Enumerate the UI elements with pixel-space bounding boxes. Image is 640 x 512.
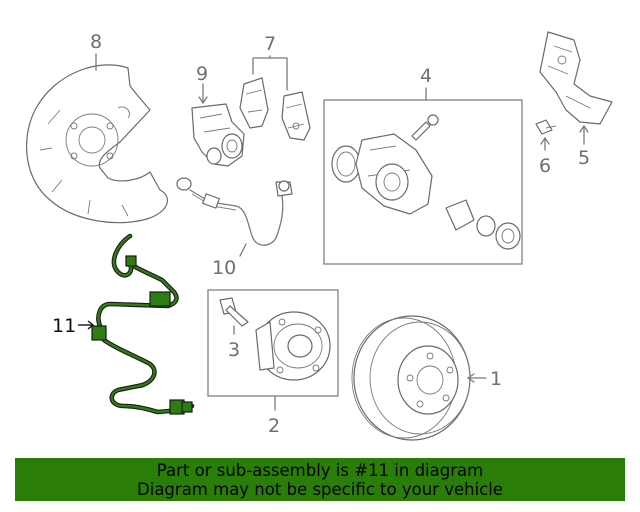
callout-8: 8 [90,31,102,53]
abs-sensor-harness-part-11[interactable] [91,233,195,415]
callout-11: 11 [52,315,76,337]
brake-pads-part-7[interactable] [239,77,311,141]
callout-10: 10 [212,257,236,279]
banner-line-1: Part or sub-assembly is #11 in diagram [156,461,484,480]
callout-1: 1 [490,368,502,390]
callout-5: 5 [578,147,590,169]
bolt-part-6[interactable] [535,119,557,135]
parts-diagram: 8 9 7 4 [25,31,613,441]
callout-3: 3 [228,339,240,361]
brake-hose-part-10[interactable] [176,177,293,246]
callout-9: 9 [196,63,208,85]
caliper-components [331,114,521,250]
dust-shield-part-8[interactable] [25,64,168,224]
caliper-bracket-part-9[interactable] [191,103,245,167]
hub-bolt-part-3[interactable] [219,297,249,327]
callout-7: 7 [264,33,276,55]
callout-2: 2 [268,415,280,437]
banner-line-2: Diagram may not be specific to your vehi… [137,480,503,499]
hub-assembly-box-part-2[interactable] [207,289,339,397]
part-info-banner: Part or sub-assembly is #11 in diagram D… [15,458,625,501]
hub-bearing [255,311,331,381]
callout-6: 6 [539,155,551,177]
rotor-part-1[interactable] [351,315,471,441]
callout-4: 4 [420,65,432,87]
caliper-assembly-box-part-4[interactable] [323,99,523,265]
bracket-part-5[interactable] [539,31,613,125]
